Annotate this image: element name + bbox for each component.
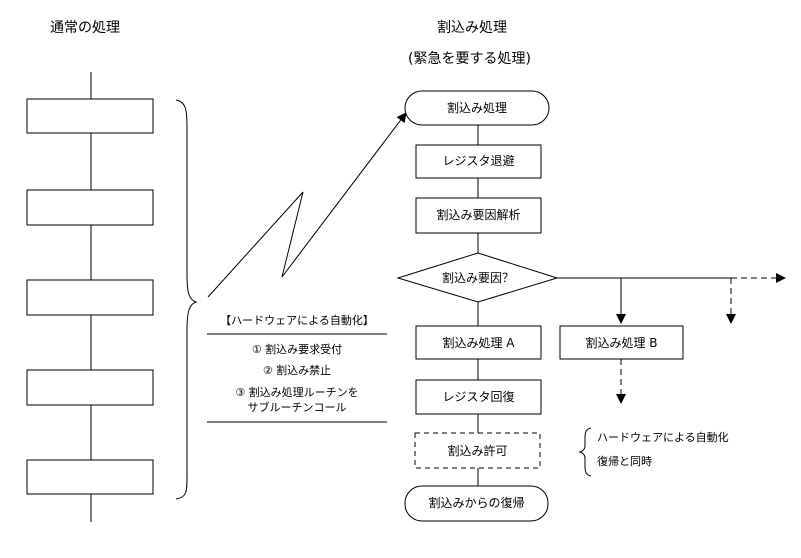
- decision-diamond: [396, 252, 559, 303]
- restore-registers-box: [415, 379, 542, 415]
- end-terminal: [404, 485, 549, 522]
- start-terminal: [404, 90, 550, 126]
- start-label: 割込み処理: [446, 101, 507, 115]
- handler-a-box: [415, 325, 542, 360]
- interrupt-process-subtitle: (緊急を要する処理): [408, 51, 531, 67]
- normal-process-box-1: [26, 98, 154, 134]
- decision-label: 割込み要因？: [441, 271, 514, 285]
- handler-b-label: 割込み処理 B: [585, 336, 658, 350]
- enable-interrupt-label: 割込み許可: [447, 444, 508, 458]
- analyze-cause-label: 割込み要因解析: [436, 208, 521, 222]
- hw-item-3: ③ 割込み処理ルーチンを: [235, 386, 359, 399]
- handler-a-label: 割込み処理 A: [442, 336, 515, 350]
- normal-process-box-3: [26, 279, 154, 316]
- handler-b-box: [559, 325, 684, 360]
- return-label: 割込みからの復帰: [428, 496, 525, 510]
- normal-process-box-4: [26, 369, 154, 406]
- side-note-line-1: ハードウェアによる自動化: [597, 431, 729, 444]
- hw-item-1: ① 割込み要求受付: [251, 343, 343, 356]
- save-registers-label: レジスタ退避: [442, 154, 515, 168]
- analyze-cause-box: [415, 197, 542, 234]
- enable-interrupt-box: [414, 432, 541, 469]
- interrupt-process-title: 割込み処理: [437, 20, 507, 36]
- side-note-line-2: 復帰と同時: [597, 455, 652, 468]
- normal-process-title: 通常の処理: [50, 20, 120, 36]
- interrupt-signal-arrow: [207, 112, 407, 298]
- hw-item-2: ② 割込み禁止: [262, 364, 332, 377]
- curly-brace: [175, 99, 198, 500]
- normal-process-box-2: [26, 189, 154, 226]
- hw-box-heading: 【ハードウェアによる自動化】: [220, 314, 374, 327]
- normal-process-box-5: [26, 459, 154, 495]
- side-note-brace: [578, 427, 592, 477]
- restore-registers-label: レジスタ回復: [442, 390, 515, 404]
- hw-item-4: サブルーチンコール: [247, 401, 347, 414]
- save-registers-box: [415, 144, 542, 179]
